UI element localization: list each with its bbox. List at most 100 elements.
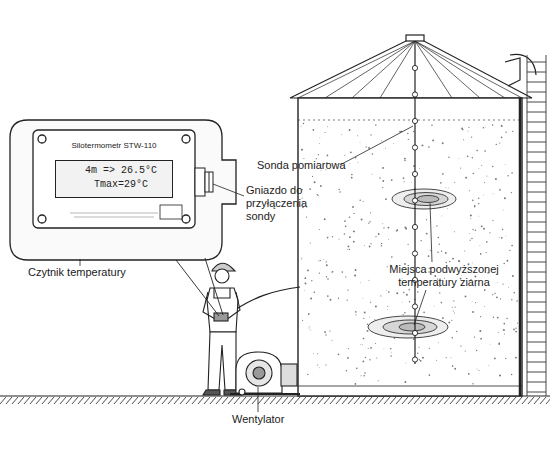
silo-ladder	[527, 55, 546, 396]
ground-hatch	[108, 397, 114, 404]
grain-dot	[478, 370, 479, 371]
grain-dot	[512, 131, 513, 132]
grain-dot	[409, 301, 410, 302]
grain-dot	[498, 342, 500, 344]
grain-dot	[320, 260, 321, 261]
probe-sensor	[412, 92, 417, 97]
grain-dot	[502, 283, 503, 284]
grain-dot	[408, 139, 409, 140]
hot-spot	[399, 323, 425, 331]
grain-dot	[404, 312, 406, 314]
grain-dot	[383, 227, 384, 228]
grain-dot	[404, 181, 405, 182]
grain-dot	[471, 301, 473, 303]
ground-hatch	[48, 397, 54, 404]
grain-dot	[338, 354, 340, 356]
ladder-rung	[527, 202, 546, 203]
grain-dot	[306, 217, 307, 218]
grain-dot	[484, 306, 486, 308]
ladder-rung	[527, 62, 546, 63]
ground-hatch	[426, 397, 432, 404]
grain-dot	[503, 323, 505, 325]
hot-spot	[417, 196, 439, 203]
ground-hatch	[270, 397, 276, 404]
grain-dot	[347, 289, 348, 290]
grain-dot	[375, 236, 376, 237]
ground-hatch	[228, 397, 234, 404]
grain-dot	[471, 136, 472, 137]
grain-dot	[301, 257, 302, 258]
grain-dot	[436, 360, 437, 361]
ladder-rung	[527, 322, 546, 323]
grain-dot	[355, 311, 357, 313]
grain-dot	[390, 348, 392, 350]
ground-hatch	[498, 397, 504, 404]
grain-dot	[506, 260, 508, 262]
grain-dot	[501, 137, 503, 139]
ground-hatch	[390, 397, 396, 404]
grain-dot	[499, 344, 500, 345]
grain-dot	[326, 264, 328, 266]
grain-dot	[452, 258, 454, 260]
grain-dot	[387, 266, 388, 267]
ground-hatch	[450, 397, 456, 404]
operator-figure	[203, 390, 220, 395]
grain-dot	[359, 282, 361, 284]
grain-dot	[470, 215, 472, 217]
grain-dot	[501, 237, 503, 239]
ground-hatch	[156, 397, 162, 404]
grain-dot	[486, 252, 487, 253]
grain-dot	[371, 173, 373, 175]
grain-dot	[458, 157, 460, 159]
ladder-rung	[527, 142, 546, 143]
grain-dot	[359, 141, 361, 143]
grain-dot	[428, 255, 430, 257]
ground-hatch	[348, 397, 354, 404]
grain-dot	[376, 357, 377, 358]
ground-hatch	[144, 397, 150, 404]
leader-line	[258, 387, 259, 412]
grain-dot	[360, 343, 362, 345]
grain-dot	[496, 296, 498, 298]
grain-dot	[300, 125, 302, 127]
grain-dot	[480, 253, 482, 255]
grain-dot	[469, 190, 470, 191]
ground-hatch	[318, 397, 324, 404]
ground-hatch	[366, 397, 372, 404]
grain-dot	[317, 194, 318, 195]
grain-dot	[342, 271, 344, 273]
grain-dot	[363, 318, 364, 319]
grain-dot	[385, 198, 387, 200]
grain-dot	[478, 167, 480, 169]
grain-dot	[402, 314, 403, 315]
grain-dot	[301, 258, 303, 260]
ground-hatch	[180, 397, 186, 404]
grain-dot	[368, 223, 369, 224]
grain-dot	[319, 137, 321, 139]
grain-dot	[472, 157, 473, 158]
ground-hatch	[354, 397, 360, 404]
grain-dot	[368, 147, 370, 149]
ladder-rung	[527, 92, 546, 93]
grain-dot	[349, 217, 351, 219]
ground-hatch	[336, 397, 342, 404]
zoom-callout	[176, 260, 219, 316]
probe-sensor	[412, 145, 417, 150]
grain-dot	[347, 357, 349, 359]
ground-hatch	[216, 397, 222, 404]
grain-dot	[378, 380, 379, 381]
grain-dot	[331, 271, 332, 272]
grain-dot	[472, 229, 473, 230]
grain-dot	[478, 215, 480, 217]
probe-sensor	[412, 171, 417, 176]
grain-dot	[326, 276, 327, 277]
part-label: Sonda pomiarowa	[257, 159, 357, 172]
leader-line	[414, 290, 426, 325]
grain-dot	[499, 189, 501, 191]
grain-dot	[354, 275, 356, 277]
grain-dot	[407, 244, 408, 245]
grain-dot	[379, 177, 380, 178]
ladder-rung	[527, 122, 546, 123]
grain-dot	[369, 221, 370, 222]
